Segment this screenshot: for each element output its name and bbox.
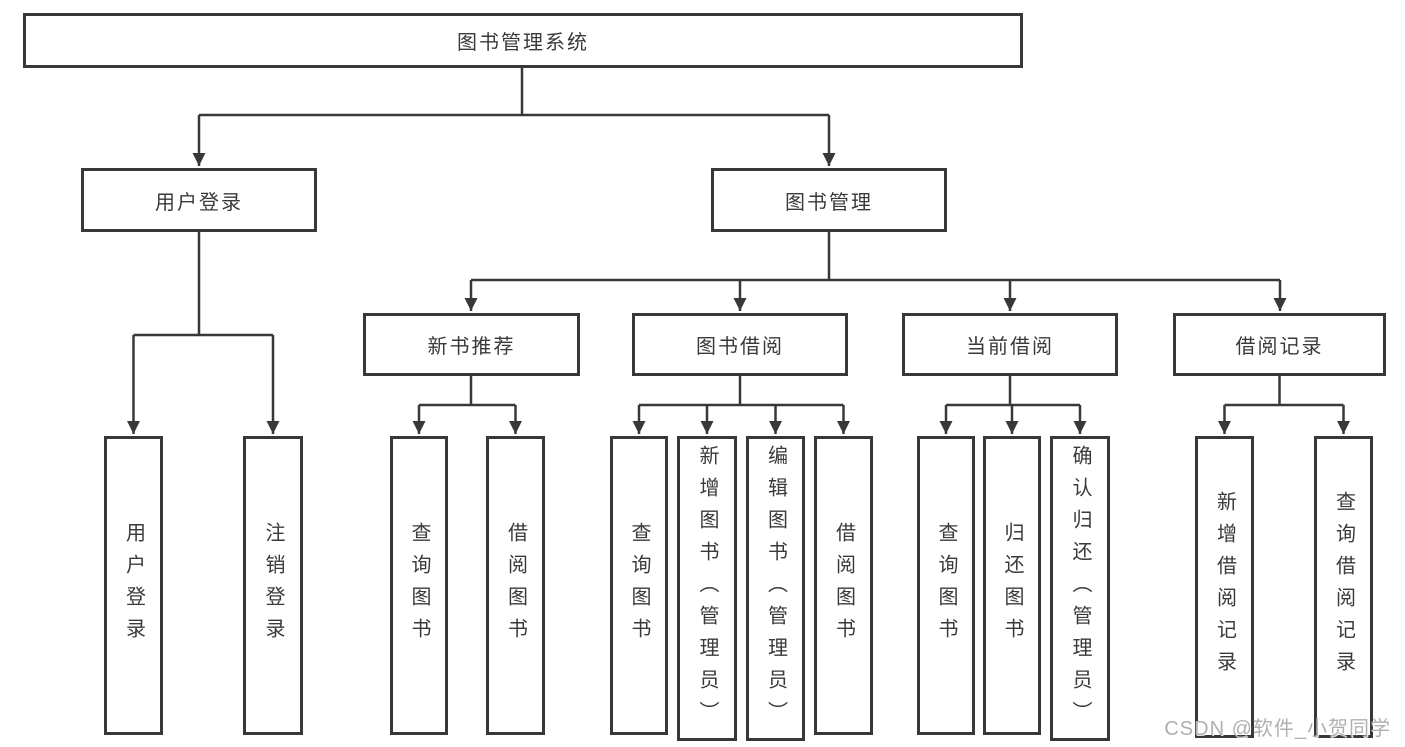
node-new-book-recommend: 新书推荐 [363, 313, 580, 376]
node-query-books-recommend: 查询图书 [390, 436, 448, 735]
node-borrowing-records: 借阅记录 [1173, 313, 1386, 376]
node-confirm-return-admin-label: 确认归还（管理员） [1069, 444, 1091, 733]
node-query-borrow-record-label: 查询借阅记录 [1332, 491, 1355, 683]
node-query-books-borrowing-label: 查询图书 [628, 521, 650, 650]
node-borrow-books-recommend-label: 借阅图书 [504, 521, 527, 650]
branch-lines [133, 68, 1344, 407]
arrow-lines [127, 115, 1350, 434]
node-query-books-borrowing: 查询图书 [610, 436, 668, 735]
node-return-books-label: 归还图书 [1001, 521, 1023, 650]
node-add-books-admin: 新增图书（管理员） [677, 436, 737, 741]
node-book-management: 图书管理 [711, 168, 947, 232]
node-book-borrowing-label: 图书借阅 [696, 336, 784, 358]
node-user-login-group: 用户登录 [81, 168, 317, 232]
node-borrow-books-borrowing: 借阅图书 [814, 436, 873, 735]
node-query-books-current-label: 查询图书 [935, 521, 957, 650]
node-logout-login-label: 注销登录 [262, 521, 284, 650]
node-root-label: 图书管理系统 [457, 32, 589, 54]
watermark: CSDN @软件_小贺同学 [1164, 718, 1391, 740]
node-edit-books-admin-label: 编辑图书（管理员） [764, 444, 787, 733]
node-confirm-return-admin: 确认归还（管理员） [1050, 436, 1110, 741]
node-user-login: 用户登录 [104, 436, 163, 735]
node-logout-login: 注销登录 [243, 436, 303, 735]
node-book-management-label: 图书管理 [785, 191, 873, 214]
node-borrow-books-recommend: 借阅图书 [486, 436, 545, 735]
node-add-borrow-record-label: 新增借阅记录 [1213, 491, 1236, 683]
node-query-books-recommend-label: 查询图书 [408, 521, 430, 650]
node-query-borrow-record: 查询借阅记录 [1314, 436, 1373, 738]
node-user-login-group-label: 用户登录 [155, 191, 243, 214]
node-root: 图书管理系统 [23, 13, 1023, 68]
node-borrowing-records-label: 借阅记录 [1235, 336, 1324, 358]
node-edit-books-admin: 编辑图书（管理员） [746, 436, 805, 741]
node-return-books: 归还图书 [983, 436, 1041, 735]
node-current-borrowing-label: 当前借阅 [966, 336, 1054, 358]
node-new-book-recommend-label: 新书推荐 [427, 336, 516, 358]
node-add-borrow-record: 新增借阅记录 [1195, 436, 1254, 738]
node-user-login-label: 用户登录 [122, 521, 145, 650]
node-book-borrowing: 图书借阅 [632, 313, 848, 376]
node-query-books-current: 查询图书 [917, 436, 975, 735]
node-borrow-books-borrowing-label: 借阅图书 [832, 521, 855, 650]
node-add-books-admin-label: 新增图书（管理员） [696, 444, 718, 733]
node-current-borrowing: 当前借阅 [902, 313, 1118, 376]
